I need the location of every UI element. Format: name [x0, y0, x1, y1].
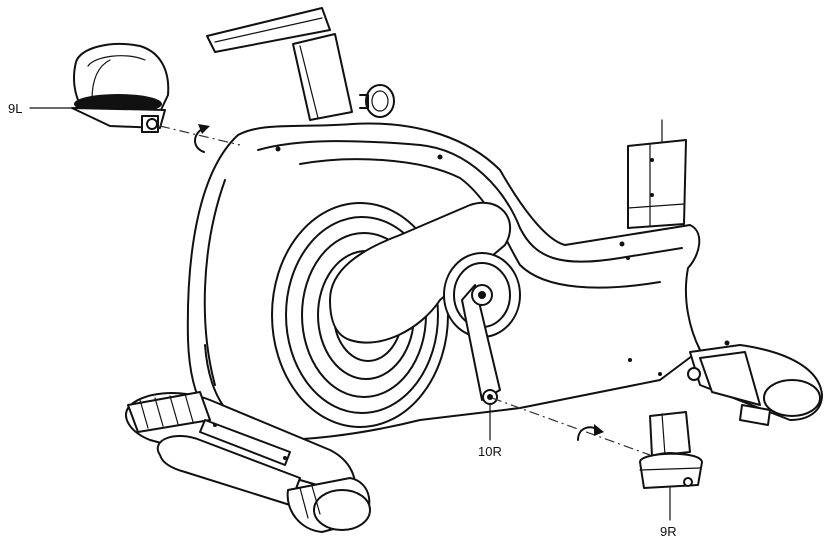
front-stabilizer [125, 391, 371, 533]
left-pedal-axis-line [159, 125, 241, 146]
seat-adjust-knob [359, 84, 395, 118]
rotation-arrow-clockwise-icon [577, 424, 604, 441]
rotation-arrow-counterclockwise-icon [194, 124, 210, 153]
left-pedal [71, 42, 170, 133]
seat-post [206, 7, 353, 121]
rear-stabilizer [687, 340, 823, 426]
callout-label-9r: 9R [660, 524, 677, 539]
flywheel-cover [271, 201, 511, 428]
crank-assembly [443, 252, 521, 405]
callout-label-9l: 9L [8, 101, 22, 116]
callout-label-10r: 10R [478, 444, 502, 459]
handlebar-post [627, 119, 687, 229]
right-pedal-axis-line [491, 397, 651, 456]
right-pedal [639, 411, 703, 489]
